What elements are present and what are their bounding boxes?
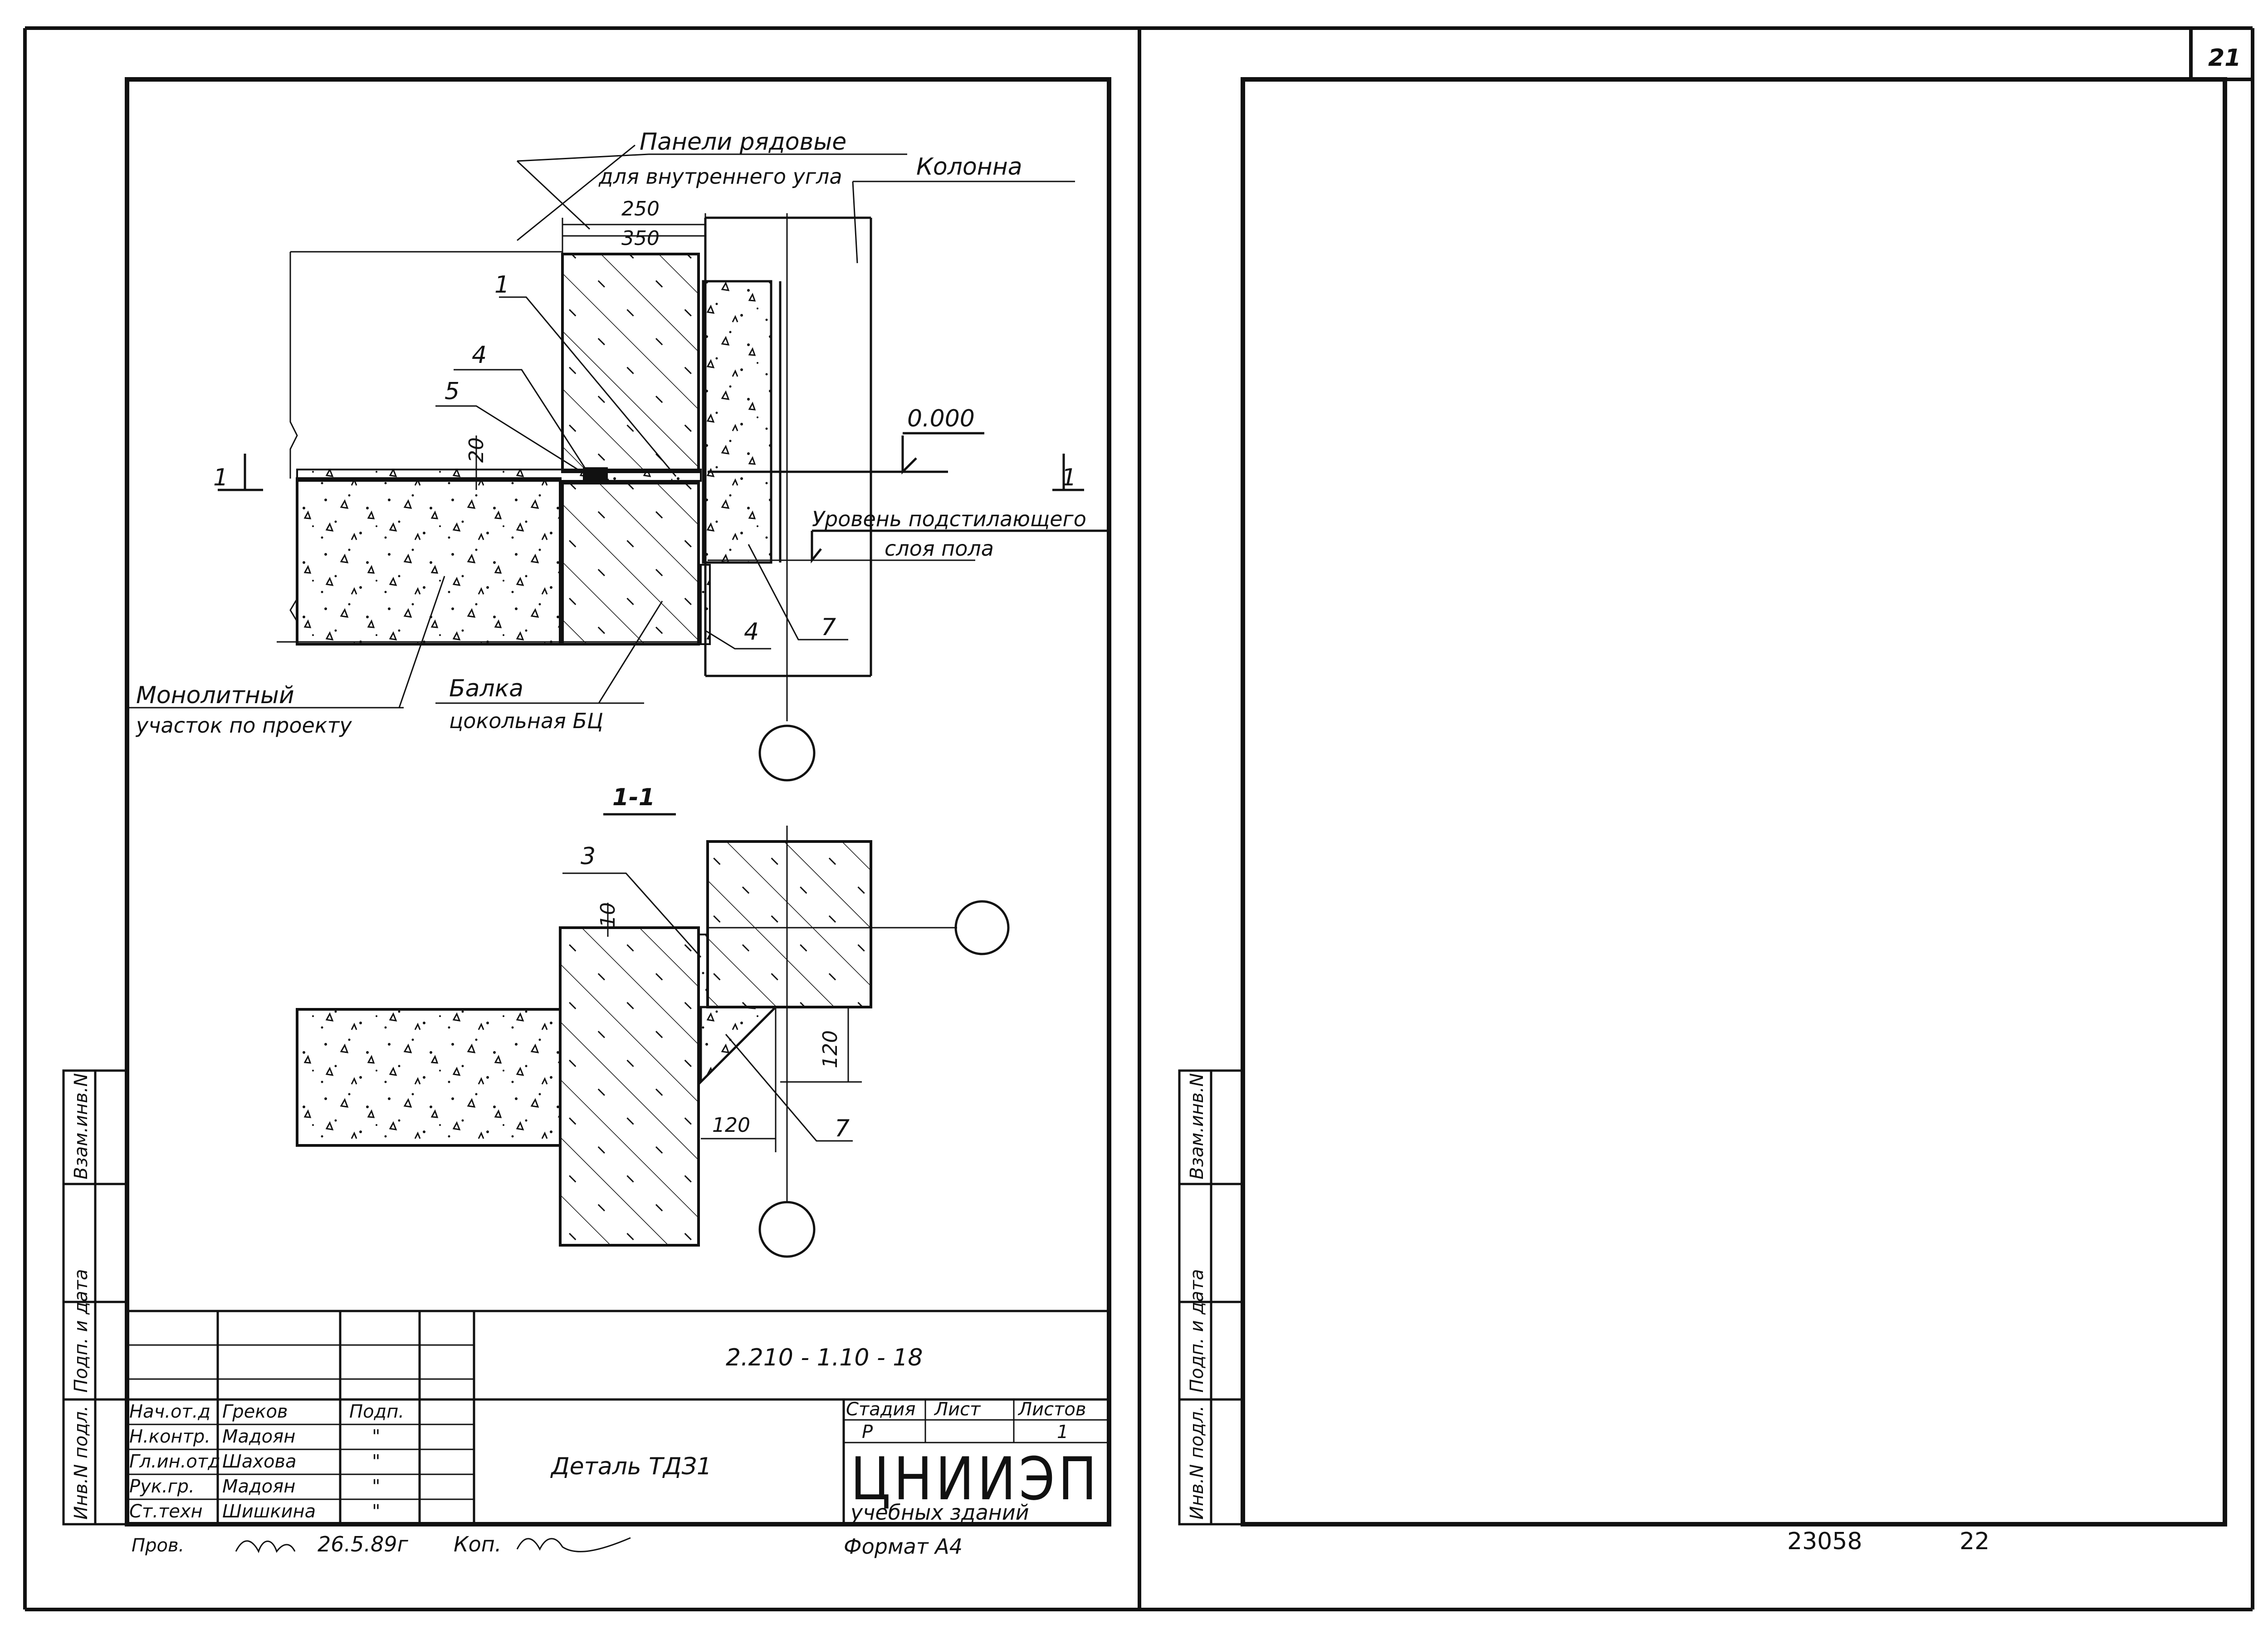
side-stamp-inv-no: Инв.N подл.: [71, 1405, 92, 1520]
section-mark-left: 1: [213, 464, 228, 491]
copy-signature: [516, 1537, 631, 1552]
detail-name: Деталь ТДЗ1: [550, 1453, 712, 1480]
col-sheets: Листов: [1017, 1399, 1086, 1420]
sheets-total: 1: [1057, 1422, 1068, 1443]
marker-7-upper: 7: [821, 614, 836, 641]
section-column: [706, 840, 872, 1008]
copy-label: Коп.: [454, 1532, 502, 1556]
label-beam-2: цокольная БЦ: [449, 709, 603, 733]
level-value: 0.000: [907, 405, 975, 432]
signatory-sign: ": [372, 1501, 380, 1522]
dim-350: 350: [621, 227, 660, 250]
label-panels-title: Панели рядовые: [640, 128, 846, 156]
axis-bubble-right: [954, 900, 1010, 955]
checked-signature: [235, 1540, 296, 1553]
col-stage: Стадия: [846, 1399, 915, 1420]
label-panels-sub: для внутреннего угла: [598, 164, 842, 189]
checked-date: 26.5.89г: [318, 1532, 409, 1556]
signatory-sign: ": [372, 1476, 380, 1497]
stage-value: Р: [862, 1422, 873, 1443]
detail-elevation: [127, 144, 1107, 782]
column-infill: [702, 280, 772, 564]
plinth-beam: [561, 482, 700, 646]
axis-bubble-upper: [758, 724, 816, 782]
section-dim-120-v: 120: [819, 1030, 842, 1068]
wall-panel-upper: [561, 253, 700, 473]
signatory-name: Шахова: [222, 1451, 297, 1472]
axis-bubble-lower: [758, 1201, 816, 1258]
label-column: Колонна: [916, 153, 1022, 181]
signatory-role: Гл.ин.отд: [129, 1451, 220, 1472]
side-stamp-sign-date: Подп. и дата: [71, 1269, 92, 1393]
section-corner-infill: [699, 1006, 779, 1085]
right-drawing-frame: [1178, 77, 2227, 1526]
floor-level-1: Уровень подстилающего: [812, 507, 1086, 531]
title-block: [127, 1310, 1109, 1524]
monolithic-area: [296, 477, 562, 646]
signatory-role: Нач.от.д: [129, 1401, 210, 1422]
section-mark-right: 1: [1061, 464, 1076, 491]
label-beam-1: Балка: [449, 675, 523, 702]
gap-seal: [700, 564, 711, 645]
signatory-role: Н.контр.: [129, 1426, 210, 1447]
doc-code: 2.210 - 1.10 - 18: [726, 1344, 923, 1371]
sheet-number: 21: [2208, 44, 2241, 72]
signatory-name: Мадоян: [222, 1426, 295, 1447]
side-stamp-inv-no-right: Инв.N подл.: [1187, 1405, 1207, 1520]
section-dim-120-h: 120: [712, 1114, 750, 1137]
side-stamp-replace-inv-right: Взам.инв.N: [1187, 1073, 1207, 1179]
signatories: Нач.от.д Греков Н.контр. Мадоян " Гл.ин.…: [129, 1401, 380, 1522]
marker-4-top: 4: [472, 342, 487, 369]
signatory-role: Рук.гр.: [129, 1476, 195, 1497]
checked-label: Пров.: [132, 1535, 184, 1556]
org-sub: учебных зданий: [850, 1500, 1029, 1525]
org-name: ЦНИИЭП: [850, 1444, 1100, 1513]
section-1-1: [296, 813, 1010, 1258]
label-monolithic-2: участок по проекту: [135, 713, 352, 738]
marker-5: 5: [445, 378, 459, 405]
section-marker-7: 7: [835, 1115, 850, 1142]
signatory-sign: ": [372, 1451, 380, 1472]
sign-header: Подп.: [349, 1401, 404, 1422]
section-monolithic: [296, 1008, 562, 1147]
format-label: Формат А4: [844, 1534, 963, 1559]
left-drawing-frame: [62, 77, 1111, 1526]
section-title: 1-1: [612, 784, 655, 811]
section-wall-panel: [559, 926, 700, 1247]
col-sheet: Лист: [934, 1399, 981, 1420]
archive-number: 23058: [1787, 1528, 1862, 1555]
label-monolithic-1: Монолитный: [136, 682, 294, 709]
signatory-sign: ": [372, 1426, 380, 1447]
dim-20: 20: [465, 437, 488, 463]
signatory-name: Мадоян: [222, 1476, 295, 1497]
side-stamp-sign-date-right: Подп. и дата: [1187, 1269, 1207, 1393]
section-marker-3: 3: [581, 843, 596, 870]
signatory-name: Шишкина: [222, 1501, 316, 1522]
side-stamp-replace-inv: Взам.инв.N: [71, 1073, 92, 1179]
dim-250: 250: [621, 197, 660, 220]
sheet-frame: [23, 26, 2254, 1611]
page-number: 22: [1960, 1528, 1989, 1555]
marker-1: 1: [494, 271, 509, 298]
signatory-name: Греков: [222, 1401, 288, 1422]
section-dim-10: 10: [596, 902, 620, 928]
signatory-role: Ст.техн: [129, 1501, 203, 1522]
marker-4-bottom: 4: [744, 618, 759, 646]
floor-level-2: слоя пола: [885, 536, 994, 561]
